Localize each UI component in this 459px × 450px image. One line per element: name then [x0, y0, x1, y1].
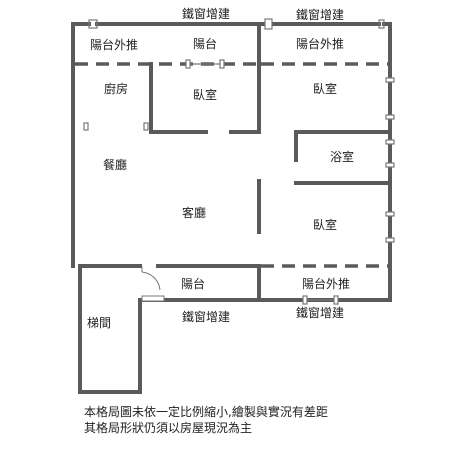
label-bedroom-3: 臥室: [312, 218, 338, 232]
note-line-1: 本格局圖未依一定比例縮小,繪製與實況有差距: [84, 405, 328, 419]
label-balcony-ext-top-right: 陽台外推: [295, 37, 345, 51]
balcony-extension-lines: [75, 62, 390, 268]
label-window-bottom-left: 鐵窗增建: [181, 310, 231, 324]
window-kitchen-left: [83, 122, 89, 131]
window-bottom-r: [333, 295, 339, 305]
window-bedroom1-r: [219, 59, 225, 69]
window-right-3: [385, 139, 395, 145]
label-window-top-right: 鐵窗增建: [295, 8, 345, 22]
label-bedroom-2: 臥室: [312, 82, 338, 96]
label-bedroom-1: 臥室: [192, 88, 218, 102]
note-line-2: 其格局形狀仍須以房屋現況為主: [84, 421, 253, 435]
window-right-4: [385, 162, 395, 168]
stair-door: [141, 266, 165, 302]
window-top-mid: [264, 18, 273, 30]
label-stairwell: 梯間: [86, 316, 112, 330]
label-dining: 餐廳: [102, 158, 128, 172]
window-bedroom1-l: [185, 59, 191, 69]
window-right-5: [385, 211, 395, 217]
windows: [83, 18, 395, 305]
label-window-bottom-right: 鐵窗增建: [295, 306, 345, 320]
label-kitchen: 廚房: [103, 82, 129, 96]
label-balcony-top-mid: 陽台: [192, 37, 218, 51]
window-right-2: [385, 114, 395, 120]
label-bathroom: 浴室: [329, 150, 355, 164]
label-living: 客廳: [181, 206, 207, 220]
window-right-6: [385, 237, 395, 243]
label-balcony-bottom: 陽台: [180, 277, 206, 291]
label-window-top-left: 鐵窗增建: [181, 7, 231, 21]
label-balcony-ext-top-left: 陽台外推: [89, 38, 139, 52]
label-balcony-ext-bottom: 陽台外推: [301, 277, 351, 291]
walls: [71, 22, 392, 394]
window-bottom-l: [302, 295, 308, 305]
window-right-1: [385, 77, 395, 83]
window-kitchen-right: [143, 122, 149, 131]
window-top-right: [378, 19, 385, 29]
